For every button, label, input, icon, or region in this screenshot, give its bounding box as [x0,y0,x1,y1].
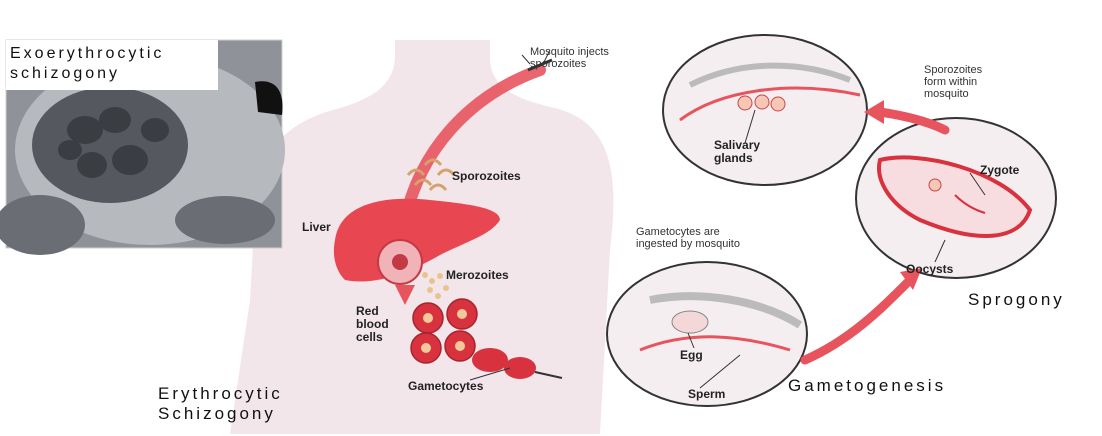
mosquito-note-line1: Mosquito injects [530,46,609,58]
exoerythrocytic-line2: schizogony [10,64,164,84]
erythrocytic-schizogony-label: Erythrocytic Schizogony [158,384,283,424]
salivary-line2: glands [714,152,760,165]
erythro-line2: Schizogony [158,404,283,424]
salivary-circle [663,35,867,185]
ingest-note-line1: Gametocytes are [636,226,740,238]
erythro-line1: Erythrocytic [158,384,283,404]
oocyst-circle [856,118,1056,278]
gametogenesis-label: Gametogenesis [788,376,946,396]
form-note-line1: Sporozoites [924,64,982,76]
sporozoites-form-note: Sporozoites form within mosquito [924,64,982,100]
liver-label: Liver [302,221,331,234]
rbc-line3: cells [356,331,389,344]
egg-label: Egg [680,349,703,362]
salivary-glands-label: Salivary glands [714,139,760,165]
mosquito-note-line2: sporozoites [530,58,609,70]
red-blood-cells-label: Red blood cells [356,305,389,344]
form-note-line2: form within [924,76,982,88]
merozoites-label: Merozoites [446,269,509,282]
ingest-note-line2: ingested by mosquito [636,238,740,250]
exoerythrocytic-line1: Exoerythrocytic [10,44,164,64]
sporozoites-label: Sporozoites [452,170,521,183]
gametocytes-ingested-note: Gametocytes are ingested by mosquito [636,226,740,250]
sprogony-label: Sprogony [968,290,1065,310]
sperm-label: Sperm [688,388,725,401]
zygote-label: Zygote [980,164,1019,177]
gametocytes-label: Gametocytes [408,380,483,393]
exoerythrocytic-label: Exoerythrocytic schizogony [10,44,164,84]
mosquito-injects-note: Mosquito injects sporozoites [530,46,609,70]
form-note-line3: mosquito [924,88,982,100]
oocysts-label: Oocysts [906,263,953,276]
arrow-gametogenesis-to-sprogony [805,280,910,360]
egg-circle [607,262,807,406]
